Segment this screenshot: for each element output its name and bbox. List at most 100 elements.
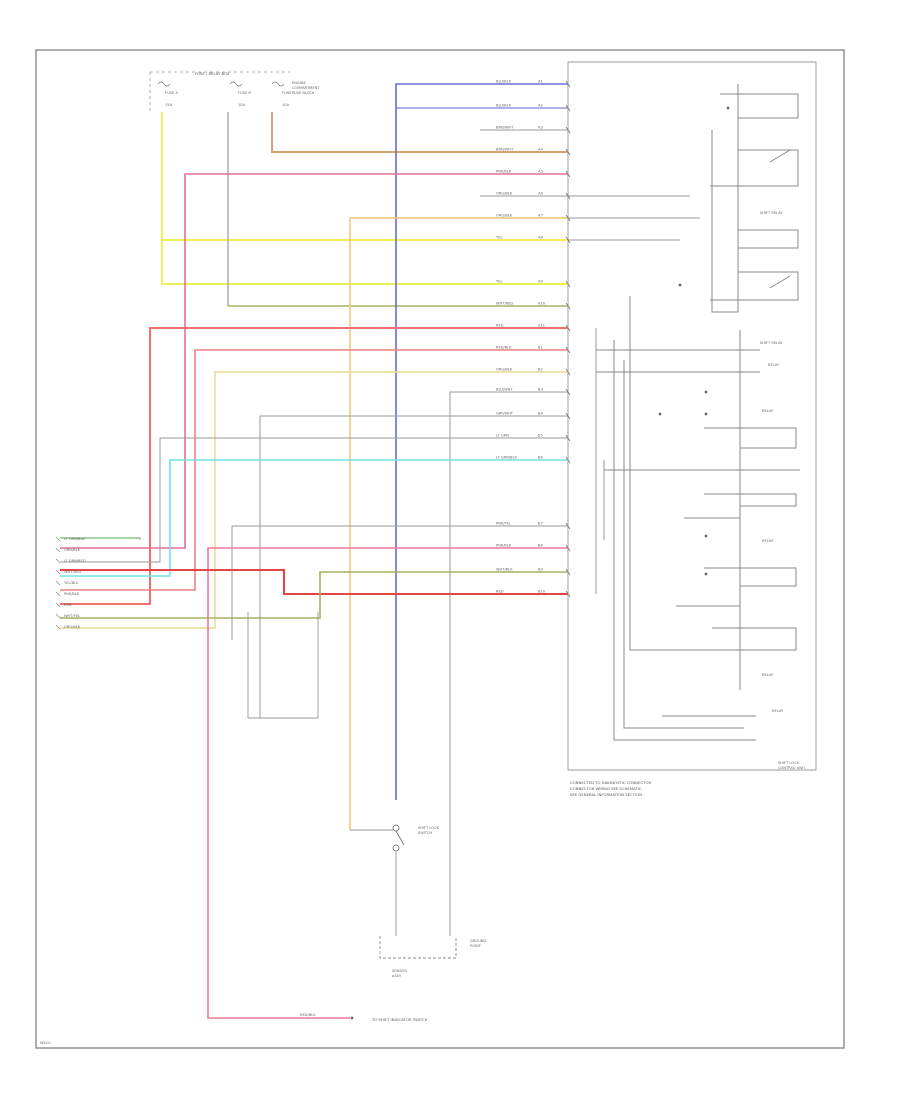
wire-pin: A6 (538, 192, 543, 196)
connector-pin-mark (565, 302, 571, 310)
connector-pin-mark (565, 324, 571, 332)
wire-label: YEL (496, 236, 502, 240)
connector-pin-mark (565, 456, 571, 464)
wire-label: PNK/BLK (496, 170, 512, 174)
connector-pin-mark (565, 544, 571, 552)
wire-label: RED/BLK (496, 346, 512, 350)
control-unit-2: CONTROL UNIT (778, 766, 806, 770)
connector-pin-mark (565, 170, 571, 178)
wire-label: ORG/BLK (496, 368, 513, 372)
lower-note-1: CONNECTED TO DIAGNOSTIC CONNECTOR (570, 780, 651, 785)
wire-redpink-bottom (207, 547, 568, 1019)
harness-pin-mark (55, 547, 61, 553)
harness-label: LT GRN/RED (64, 559, 86, 563)
harness-pin-mark (55, 536, 61, 542)
shift-relay-a: SHIFT RELAY (760, 211, 783, 215)
fuse-a-label: FUSE A (165, 91, 178, 95)
harness-label: ORG/BLK (64, 625, 81, 629)
relay-1: RELAY (768, 363, 780, 367)
wire-pin: B5 (538, 434, 543, 438)
relay-box-left (231, 600, 319, 719)
wire-org-vert (349, 217, 568, 830)
sensor-label-2: ASSY (392, 974, 402, 978)
wire-pin: A7 (538, 214, 543, 218)
wire-label: PNK/YEL (496, 522, 511, 526)
page-tag: W4Ch (40, 1041, 51, 1045)
wire-label: ORG/BLK (496, 192, 513, 196)
fuse-a-amps: 15A (165, 103, 173, 107)
connector-pin-mark (565, 346, 571, 354)
bottom-note: TO SHIFT INDICATOR SWITCH (371, 1017, 428, 1022)
fuse-c-label: FUSE C (282, 91, 295, 95)
fuse-c-symbol (271, 81, 285, 87)
wire-gray-b1 (449, 391, 568, 860)
wire-pin: B7 (538, 522, 543, 526)
connector-pin-mark (565, 214, 571, 222)
wire-pin: B8 (538, 544, 543, 548)
relay-group (613, 84, 799, 741)
harness-label: LT GRN/BLK (64, 537, 85, 541)
harness-pin-mark (55, 613, 61, 619)
connector-pin-mark (565, 192, 571, 200)
wire-brn-fuse (271, 112, 568, 153)
wire-pin: A11 (538, 324, 545, 328)
diagram-frame (35, 49, 845, 1049)
control-unit-boundary (567, 61, 817, 771)
sensor-assembly: SENSOR ASSY GROUND POINT (379, 936, 486, 978)
fuse-b-label: FUSE B (238, 91, 251, 95)
wire-label: LT GRN/BLK (496, 456, 517, 460)
wire-label: PNK/BLK (496, 544, 512, 548)
bottom-wire-label: RED/BLK (300, 1013, 316, 1017)
wire-label: BRN/WHT (496, 126, 514, 130)
harness-pin-mark (55, 569, 61, 575)
wire-green-left (60, 537, 141, 540)
wire-pin: A9 (538, 280, 543, 284)
wire-pin: B10 (538, 590, 546, 594)
fuse-c-amps: 10A (282, 103, 290, 107)
wire-olive (60, 571, 568, 619)
harness-pin-mark (55, 580, 61, 586)
harness-pin-mark (55, 591, 61, 597)
relay-2: RELAY (762, 409, 774, 413)
lower-note-2: CONNECTOR WIRING SEE SCHEMATIC (570, 786, 642, 791)
engine-comp-1: ENGINE (292, 81, 306, 85)
connector-pin-mark (565, 388, 571, 396)
switch-label-1: SHIFT LOCK (418, 826, 440, 830)
harness-label: WHT/RED (64, 570, 81, 574)
connector-pin-mark (565, 148, 571, 156)
wire-gray-fuse (227, 112, 568, 307)
wire-label: WHT/RED (496, 302, 513, 306)
wire-pin: B9 (538, 568, 543, 572)
harness-label: YEL/BLK (64, 581, 79, 585)
switch-label-2: SWITCH (418, 831, 432, 835)
fuse-box-title: FUSE / RELAY BOX (195, 71, 230, 76)
wire-pin: B1 (538, 346, 543, 350)
connector-pin-mark (565, 590, 571, 598)
wire-pin: B6 (538, 456, 543, 460)
lower-note-3: SEE GENERAL INFORMATION SECTION (570, 792, 642, 797)
wire-label: BLU/WHT (496, 388, 513, 392)
wire-pin: B4 (538, 412, 543, 416)
wire-label: RED (496, 590, 504, 594)
wire-pin: A4 (538, 148, 543, 152)
wire-ltyel (60, 371, 568, 629)
wire-pin: B2 (538, 368, 543, 372)
wire-cyan (60, 459, 568, 577)
wire-label: WHT/BLK (496, 568, 513, 572)
wire-label: ORG/BLK (496, 214, 513, 218)
ground-label-1: GROUND (470, 939, 486, 943)
wire-pin: A3 (538, 126, 543, 130)
connector-pin-mark (565, 280, 571, 288)
wire-label: RED (496, 324, 504, 328)
harness-pin-mark (55, 558, 61, 564)
connector-pin-mark (565, 236, 571, 244)
wire-yel-fuse (161, 112, 568, 285)
engine-comp-2: COMPARTMENT (292, 86, 320, 90)
wire-label: BRN/WHT (496, 148, 514, 152)
control-unit-1: SHIFT LOCK (778, 761, 800, 765)
wire-pink2 (60, 349, 568, 591)
wire-blu (395, 83, 568, 800)
wire-label: YEL (496, 280, 502, 284)
sensor-label-1: SENSOR (392, 969, 407, 973)
